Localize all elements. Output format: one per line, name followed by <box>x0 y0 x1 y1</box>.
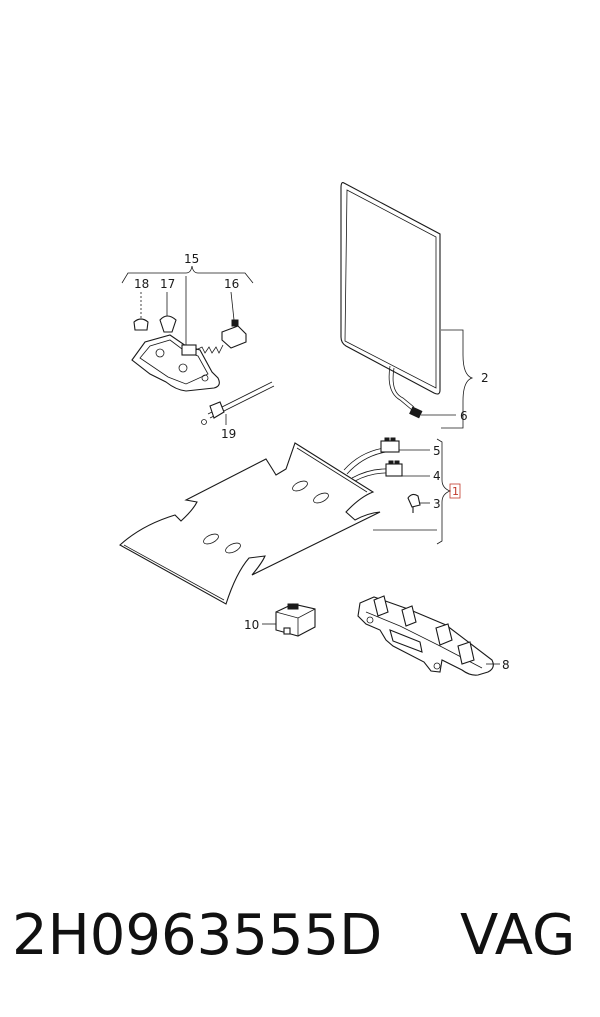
seat-heating-mat <box>119 442 393 605</box>
bracket-2 <box>441 329 474 429</box>
mounting-bracket-8 <box>357 595 494 676</box>
cable-tie-19 <box>201 381 275 425</box>
callout-18: 18 <box>134 277 149 291</box>
leader-16 <box>230 291 235 321</box>
rivet-18 <box>133 318 149 331</box>
cap-17 <box>159 315 177 333</box>
adjuster-frame <box>131 334 224 392</box>
actuator-16 <box>221 319 247 349</box>
callout-4: 4 <box>433 469 441 483</box>
callout-2: 2 <box>481 371 489 385</box>
part-number-text: 2H0963555D <box>12 902 383 968</box>
callout-15: 15 <box>184 252 199 266</box>
callout-6: 6 <box>460 409 468 423</box>
connector-5 <box>380 437 400 453</box>
callout-17: 17 <box>160 277 175 291</box>
callout-8: 8 <box>502 658 510 672</box>
callout-1-box <box>449 483 461 499</box>
callout-19: 19 <box>221 427 236 441</box>
callout-1: 1 <box>452 485 459 498</box>
bracket-15 <box>121 265 254 284</box>
connector-4 <box>385 460 403 477</box>
clip-3 <box>407 493 421 513</box>
callout-16: 16 <box>224 277 239 291</box>
callout-5: 5 <box>433 444 441 458</box>
backrest-heating-panel <box>340 182 441 419</box>
brand-text: VAG <box>460 902 576 968</box>
control-unit-10 <box>275 603 316 637</box>
callout-3: 3 <box>433 497 441 511</box>
callout-10: 10 <box>244 618 259 632</box>
footer-part-number: 2H0963555D VAG <box>0 895 600 975</box>
